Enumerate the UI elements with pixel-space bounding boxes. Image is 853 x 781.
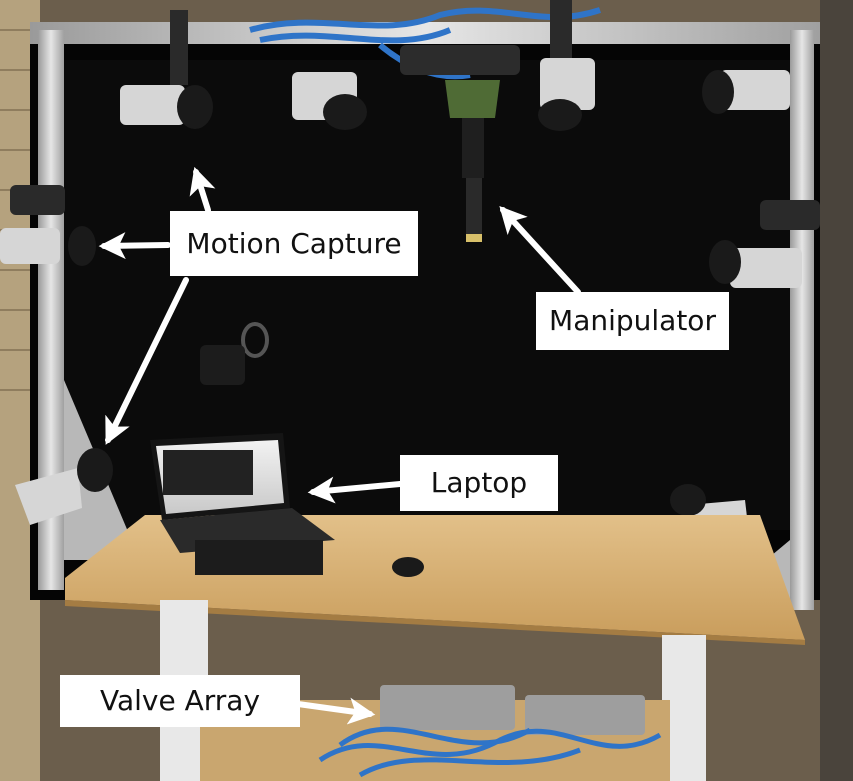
manipulator-arm <box>400 45 520 242</box>
camera-top-right <box>702 70 790 114</box>
camera-background <box>200 322 269 385</box>
camera-top-right-center <box>538 0 595 131</box>
arrow-motion-capture-up <box>189 166 216 213</box>
camera-left-lower <box>15 448 113 525</box>
manipulator-label: Manipulator <box>536 292 729 350</box>
motion-capture-label: Motion Capture <box>170 211 418 276</box>
arrow-motion-capture-left <box>98 232 171 260</box>
valve-array-label: Valve Array <box>60 675 300 727</box>
arrow-motion-capture-down <box>105 277 189 445</box>
arrow-valve-array <box>295 697 376 725</box>
camera-right-middle <box>709 200 820 288</box>
camera-left-middle <box>0 185 96 266</box>
valve-array-tubing <box>318 726 662 778</box>
camera-top-left <box>120 10 213 129</box>
laptop-label: Laptop <box>400 455 558 511</box>
laptop-device <box>150 433 335 575</box>
arrow-laptop <box>307 476 403 504</box>
camera-top-center <box>292 72 367 130</box>
table-edge <box>65 600 805 645</box>
arrow-manipulator <box>499 206 581 295</box>
valve-array-device <box>380 685 645 735</box>
annotation-arrows <box>98 166 581 725</box>
computer-mouse <box>392 557 424 577</box>
frame-top-beam <box>30 22 820 44</box>
frame-right-post <box>790 30 814 610</box>
right-wall <box>820 0 853 781</box>
